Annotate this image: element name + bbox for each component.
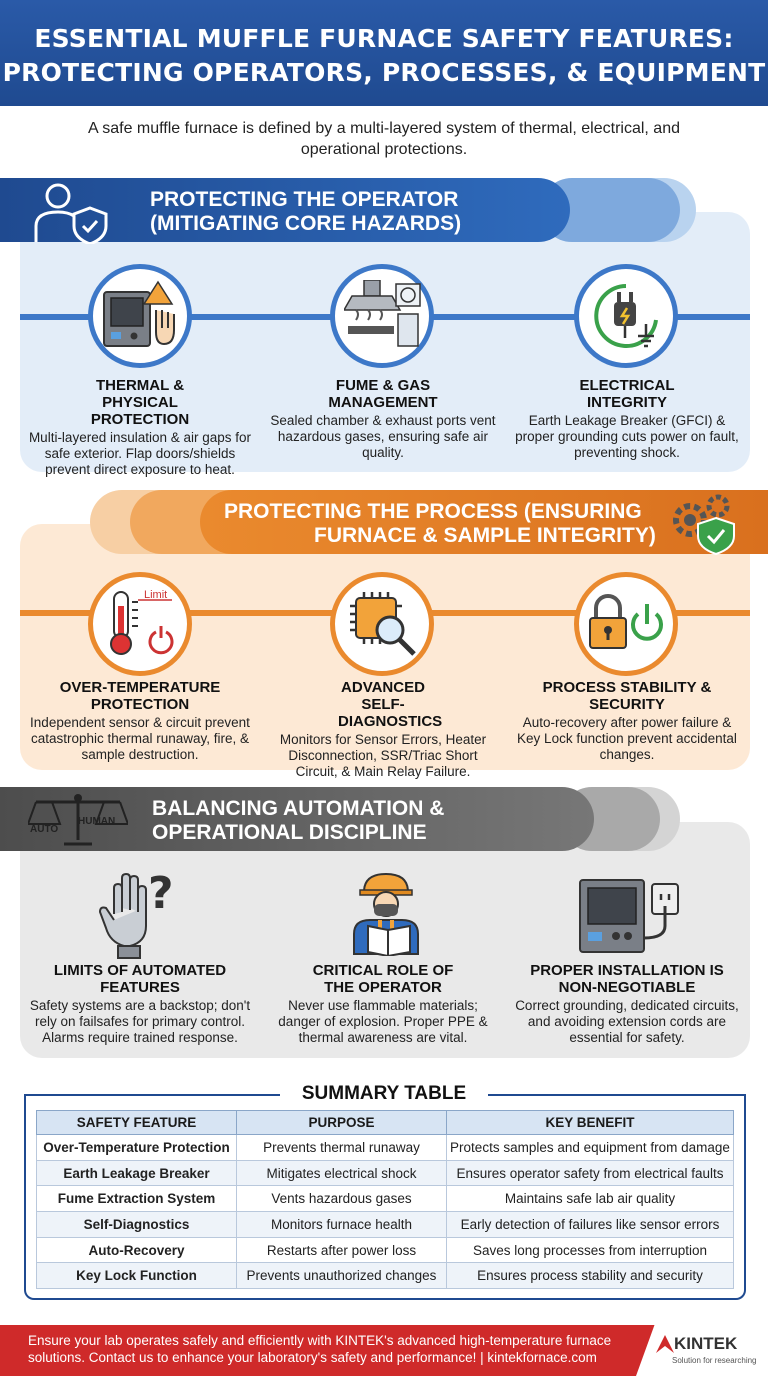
summary-header-row: SAFETY FEATURE PURPOSE KEY BENEFIT (36, 1110, 734, 1135)
table-cell: Self-Diagnostics (36, 1211, 237, 1238)
operator-title-line1: PROTECTING THE OPERATOR (150, 188, 459, 211)
installation-item: PROPER INSTALLATION IS NON-NEGOTIABLE Co… (512, 962, 742, 1046)
electrical-integrity-title: ELECTRICAL INTEGRITY (579, 377, 675, 411)
balance-title: BALANCING AUTOMATION & OPERATIONAL DISCI… (152, 797, 444, 845)
table-cell: Key Lock Function (36, 1262, 237, 1290)
table-cell: Ensures operator safety from electrical … (446, 1159, 734, 1187)
table-row: Auto-Recovery Restarts after power loss … (36, 1236, 734, 1264)
kintek-logo[interactable]: KINTEK Solution for researching (636, 1325, 768, 1376)
table-cell: Auto-Recovery (36, 1236, 237, 1264)
summary-header-purpose: PURPOSE (236, 1110, 447, 1135)
robot-hand-question-icon: ? (98, 868, 174, 959)
scale-auto-label: AUTO (30, 824, 59, 835)
limit-label: Limit (144, 589, 167, 601)
self-diagnostics-desc: Monitors for Sensor Errors, Heater Disco… (279, 732, 487, 779)
installation-title: PROPER INSTALLATION IS NON-NEGOTIABLE (530, 962, 724, 996)
lock-power-icon (589, 594, 663, 649)
table-cell: Prevents unauthorized changes (236, 1262, 447, 1290)
summary-header-benefit: KEY BENEFIT (446, 1110, 734, 1135)
header-title-line2: PROTECTING OPERATORS, PROCESSES, & EQUIP… (2, 58, 766, 87)
process-stability-title: PROCESS STABILITY & SECURITY (542, 679, 712, 713)
table-row: Self-Diagnostics Monitors furnace health… (36, 1211, 734, 1238)
table-cell: Earth Leakage Breaker (36, 1159, 237, 1187)
process-title-line2: FURNACE & SAMPLE INTEGRITY) (314, 524, 656, 547)
over-temp-desc: Independent sensor & circuit prevent cat… (30, 715, 250, 762)
table-cell: Early detection of failures like sensor … (446, 1211, 734, 1238)
process-stability-item: PROCESS STABILITY & SECURITY Auto-recove… (512, 679, 742, 763)
fume-management-item: FUME & GAS MANAGEMENT Sealed chamber & e… (268, 377, 498, 461)
operator-title-line2: (MITIGATING CORE HAZARDS) (150, 212, 462, 235)
footer-cta-text[interactable]: Ensure your lab operates safely and effi… (28, 1333, 612, 1365)
operator-role-item: CRITICAL ROLE OF THE OPERATOR Never use … (268, 962, 498, 1046)
header-title-line1: ESSENTIAL MUFFLE FURNACE SAFETY FEATURES… (34, 24, 734, 53)
summary-frame-top-left (24, 1094, 280, 1096)
table-cell: Protects samples and equipment from dama… (446, 1134, 734, 1161)
operator-ppe-icon (353, 872, 419, 956)
over-temp-icon-circle (88, 572, 192, 676)
table-cell: Over-Temperature Protection (36, 1134, 237, 1161)
svg-text:?: ? (148, 868, 174, 919)
table-cell: Restarts after power loss (236, 1236, 447, 1264)
summary-title: SUMMARY TABLE (301, 1083, 467, 1104)
balance-scale-icon (28, 794, 128, 846)
summary-frame-top-right (488, 1094, 746, 1096)
table-cell: Vents hazardous gases (236, 1185, 447, 1213)
self-diagnostics-item: ADVANCED SELF-DIAGNOSTICS Monitors for S… (268, 679, 498, 780)
kintek-logo-tagline: Solution for researching (672, 1356, 757, 1365)
furnace-outlet-icon (579, 879, 679, 953)
thermal-protection-item: THERMAL & PHYSICAL PROTECTION Multi-laye… (25, 377, 255, 478)
balance-title-line2: OPERATIONAL DISCIPLINE (152, 821, 427, 844)
kintek-logo-name: KINTEK (674, 1334, 738, 1353)
process-stability-desc: Auto-recovery after power failure & Key … (517, 715, 737, 762)
thermal-protection-desc: Multi-layered insulation & air gaps for … (28, 430, 252, 477)
electrical-integrity-desc: Earth Leakage Breaker (GFCI) & proper gr… (515, 413, 739, 460)
fume-management-desc: Sealed chamber & exhaust ports vent haza… (270, 413, 496, 460)
kintek-logo-mark-icon (656, 1335, 674, 1353)
self-diagnostics-title: ADVANCED SELF-DIAGNOSTICS (338, 679, 443, 730)
gear-shield-icon (673, 494, 735, 556)
summary-header-feature: SAFETY FEATURE (36, 1110, 237, 1135)
table-cell: Ensures process stability and security (446, 1262, 734, 1290)
table-row: Key Lock Function Prevents unauthorized … (36, 1262, 734, 1290)
table-cell: Monitors furnace health (236, 1211, 447, 1238)
balance-title-line1: BALANCING AUTOMATION & (152, 797, 445, 820)
table-cell: Fume Extraction System (36, 1185, 237, 1213)
operator-role-title: CRITICAL ROLE OF THE OPERATOR (312, 962, 454, 996)
intro-text: A safe muffle furnace is defined by a mu… (88, 120, 680, 158)
table-row: Fume Extraction System Vents hazardous g… (36, 1185, 734, 1213)
summary-frame (24, 1094, 746, 1300)
operator-role-desc: Never use flammable materials; danger of… (278, 998, 488, 1045)
table-row: Over-Temperature Protection Prevents the… (36, 1134, 734, 1161)
table-cell: Saves long processes from interruption (446, 1236, 734, 1264)
chip-magnifier-icon (350, 592, 416, 656)
automation-limits-item: LIMITS OF AUTOMATED FEATURES Safety syst… (25, 962, 255, 1046)
summary-table: SAFETY FEATURE PURPOSE KEY BENEFIT Over-… (36, 1110, 734, 1290)
thermometer-power-icon: Limit (110, 589, 174, 655)
thermal-protection-title: THERMAL & PHYSICAL PROTECTION (90, 377, 190, 428)
fume-hood-icon (344, 280, 421, 347)
automation-limits-desc: Safety systems are a backstop; don't rel… (29, 998, 251, 1045)
scale-human-label: HUMAN (78, 816, 116, 827)
installation-desc: Correct grounding, dedicated circuits, a… (515, 998, 739, 1045)
electrical-integrity-item: ELECTRICAL INTEGRITY Earth Leakage Break… (512, 377, 742, 461)
table-row: Earth Leakage Breaker Mitigates electric… (36, 1159, 734, 1187)
fume-management-title: FUME & GAS MANAGEMENT (328, 377, 438, 411)
automation-limits-title: LIMITS OF AUTOMATED FEATURES (53, 962, 227, 996)
shield-user-icon (34, 183, 108, 244)
process-title-line1: PROTECTING THE PROCESS (ENSURING (224, 500, 642, 523)
table-cell: Mitigates electrical shock (236, 1159, 447, 1187)
operator-title: PROTECTING THE OPERATOR (MITIGATING CORE… (150, 188, 461, 236)
over-temp-title: OVER-TEMPERATURE PROTECTION (59, 679, 221, 713)
plug-ground-icon (594, 284, 658, 348)
footer-banner: Ensure your lab operates safely and effi… (0, 1325, 768, 1376)
page-header: ESSENTIAL MUFFLE FURNACE SAFETY FEATURES… (0, 0, 768, 106)
table-cell: Maintains safe lab air quality (446, 1185, 734, 1213)
over-temp-item: OVER-TEMPERATURE PROTECTION Independent … (25, 679, 255, 763)
balance-banner: BALANCING AUTOMATION & OPERATIONAL DISCI… (0, 787, 594, 851)
furnace-hot-hand-icon (103, 280, 175, 347)
table-cell: Prevents thermal runaway (236, 1134, 447, 1161)
process-title: PROTECTING THE PROCESS (ENSURING FURNACE… (224, 500, 656, 548)
